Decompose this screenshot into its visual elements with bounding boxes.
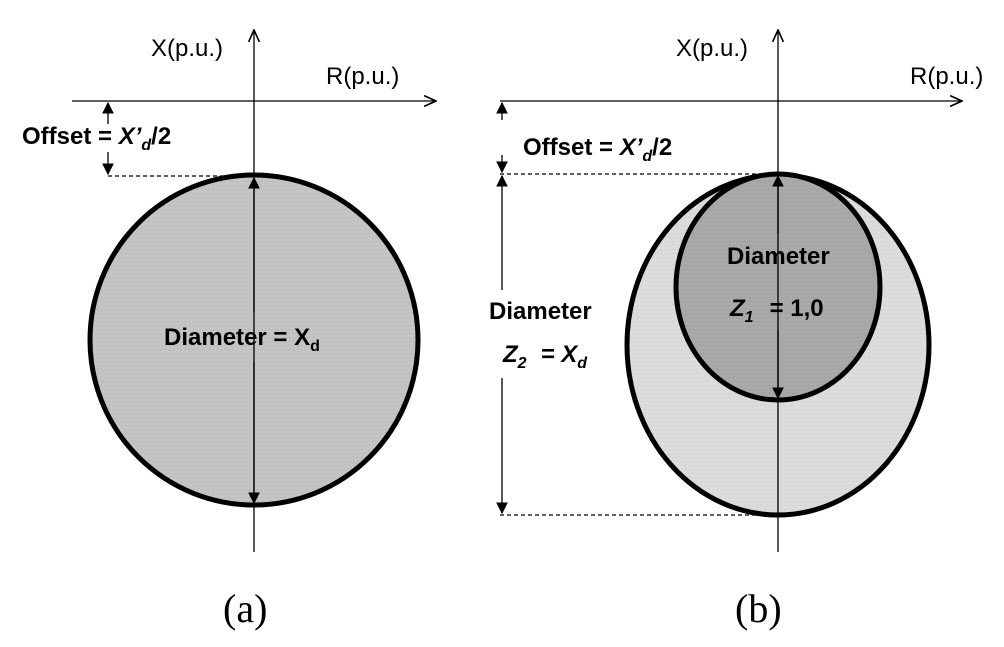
- panel-a-x-axis-label: X(p.u.): [151, 35, 223, 62]
- panel-b-offset-suffix: /2: [652, 134, 672, 161]
- panel-b-r-axis-label: R(p.u.): [910, 63, 983, 90]
- panel-b-outer-diameter-value: Z2 = Xd: [502, 341, 588, 372]
- panel-b-outer-diameter-title: Diameter: [489, 298, 592, 325]
- panel-a-caption: (a): [223, 586, 267, 631]
- panel-b-x-label-bg: [676, 30, 772, 62]
- panel-b-offset-prefix: Offset =: [523, 134, 620, 161]
- panel-b-inner-value-text: = 1,0: [770, 295, 824, 322]
- panel-a-offset-sub: d: [141, 137, 152, 154]
- panel-a-diameter-sub: d: [310, 338, 320, 355]
- panel-b-x-axis-label: X(p.u.): [676, 35, 748, 62]
- panel-a-offset-suffix: /2: [151, 123, 171, 150]
- panel-b: X(p.u.) R(p.u.) Offset = X’d/2 Diameter …: [486, 30, 983, 631]
- panel-b-outer-label-bg: [486, 294, 616, 372]
- panel-b-caption: (b): [735, 586, 782, 631]
- panel-a: X(p.u.) R(p.u.) Offset = X’d/2 Diameter …: [22, 30, 436, 631]
- panel-b-inner-diameter-value: Z1 = 1,0: [729, 295, 824, 326]
- panel-b-outer-var: Z: [502, 341, 519, 368]
- panel-a-offset-label: Offset = X’d/2: [22, 123, 171, 154]
- panel-b-inner-diameter-title: Diameter: [727, 243, 830, 270]
- panel-b-outer-eq: = X: [541, 341, 580, 368]
- panel-b-offset-label: Offset = X’d/2: [523, 134, 672, 165]
- panel-b-offset-sub: d: [642, 148, 653, 165]
- panel-a-x-label-bg: [150, 30, 248, 62]
- panel-a-offset-var: X’: [117, 123, 142, 150]
- panel-a-diameter-prefix: Diameter = X: [164, 324, 310, 351]
- panel-b-inner-var: Z: [729, 295, 746, 322]
- panel-b-outer-eq-sub: d: [577, 355, 588, 372]
- panel-b-offset-var: X’: [618, 134, 643, 161]
- panel-a-offset-prefix: Offset =: [22, 123, 119, 150]
- panel-a-r-axis-label: R(p.u.): [326, 63, 399, 90]
- panel-b-inner-sub: 1: [745, 309, 754, 326]
- panel-a-diameter-label: Diameter = Xd: [164, 324, 320, 355]
- panel-b-outer-sub: 2: [517, 355, 527, 372]
